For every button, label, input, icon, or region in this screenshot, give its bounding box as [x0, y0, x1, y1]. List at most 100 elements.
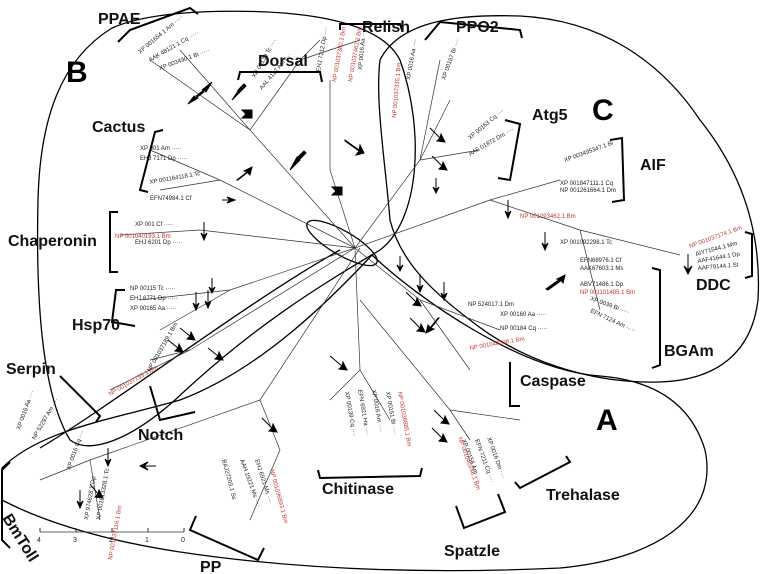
clade-label-caspase: Caspase	[520, 373, 586, 390]
leaf-label: NP 001036885.1 Bm	[396, 391, 412, 447]
arrow-icon	[231, 83, 247, 101]
clade-label-ddc: DDC	[696, 277, 731, 294]
clade-label-hsp70: Hsp70	[72, 317, 120, 334]
bracket-dorsal	[237, 71, 323, 83]
arrow-icon	[344, 139, 365, 156]
bracket-chaperonin	[109, 211, 118, 273]
bracket-notch	[149, 385, 196, 422]
group-label-b: B	[66, 56, 88, 89]
clade-label-relish: Relish	[362, 19, 410, 36]
leaf-label: ABV71486.1 Dp	[580, 282, 624, 288]
arrow-icon	[431, 155, 448, 171]
scale-tick: 2	[109, 537, 113, 544]
arrow-icon	[329, 355, 348, 371]
clade-label-aif: AIF	[640, 157, 666, 174]
arrow-icon	[76, 490, 84, 510]
arrow-icon	[545, 274, 566, 291]
bracket-aif	[609, 136, 626, 203]
clade-label-bmtoll: BmToll	[0, 511, 41, 565]
svg-text:XP 00167 Bi ····: XP 00167 Bi ····	[441, 38, 461, 80]
svg-text:XP 001 Cf ·····: XP 001 Cf ·····	[135, 222, 174, 228]
svg-text:XP 0016 Aa ····: XP 0016 Aa ····	[16, 390, 36, 431]
clade-label-chitinase: Chitinase	[322, 481, 394, 498]
arrow-icon	[222, 196, 237, 204]
arrow-icon	[261, 417, 278, 433]
bracket-pp	[188, 515, 265, 562]
leaf-label: NP 524017.1 Dm	[468, 302, 514, 308]
arrow-icon	[504, 200, 512, 220]
bracket-spatzle	[455, 493, 507, 530]
svg-text:XP 00165 Aa ·····: XP 00165 Aa ·····	[130, 306, 177, 312]
leaf-label: EFN74984.1 Cf	[150, 196, 192, 202]
arrow-icon	[167, 339, 184, 353]
clade-label-spatzle: Spatzle	[444, 543, 500, 560]
svg-text:EHJ 7171 Dp ·····: EHJ 7171 Dp ·····	[140, 156, 187, 162]
leaf-label: XP 001847111.1 Cq	[560, 181, 613, 187]
leaf-label: NP 001037380.1 Bm	[332, 27, 348, 83]
svg-text:XP 001654 1 Am ·····: XP 001654 1 Am ·····	[137, 15, 184, 56]
bracket-bgam	[651, 267, 661, 369]
svg-text:XP 0016 Aa ····: XP 0016 Aa ····	[406, 39, 419, 81]
arrow-icon	[440, 282, 448, 302]
leaf-label: NP 001037116.1 Bm	[108, 505, 123, 560]
arrow-icon	[433, 409, 450, 425]
bracket-ddc	[744, 231, 753, 279]
arrow-icon	[104, 448, 112, 468]
clade-brackets	[1, 6, 753, 562]
leaf-labels: XP 001164118.1 Tc EFN74984.1 Cf NP 00104…	[84, 27, 743, 561]
arrow-icon	[179, 327, 196, 341]
leaf-label: BAJ27203.1 Ss	[220, 459, 237, 501]
svg-text:EHJ 6771 Dp ·····: EHJ 6771 Dp ·····	[130, 296, 177, 302]
clade-label-atg5: Atg5	[532, 107, 568, 124]
arrow-icon	[208, 278, 216, 295]
bracket-trehalase	[514, 455, 572, 490]
arrow-icon	[405, 291, 422, 307]
bracket-atg5	[497, 119, 522, 182]
tree-branches	[39, 39, 681, 521]
leaf-label: NP 001101485.1 Bm	[580, 290, 635, 296]
bracket-caspase	[509, 362, 520, 407]
arrow-icon	[289, 150, 307, 171]
leaf-label: XP 001164118.1 Tc	[149, 171, 201, 186]
leaf-label: EFN68976.1 Cf	[580, 258, 622, 264]
arrow-icon	[204, 290, 212, 310]
leaf-label: NP 001261664.1 Dm	[560, 188, 616, 194]
bracket-ppae	[117, 6, 199, 43]
svg-text:XP 001 Am ·····: XP 001 Am ·····	[140, 146, 182, 152]
clade-label-trehalase: Trehalase	[546, 487, 620, 504]
arrows	[76, 81, 693, 510]
arrow-icon	[432, 178, 440, 195]
bracket-cactus	[138, 129, 164, 193]
scale-bar: 4 3 2 1 0	[37, 528, 185, 544]
clade-label-serpin: Serpin	[6, 361, 56, 378]
bracket-bmtoll	[1, 461, 11, 549]
svg-text:XP 00139 Cq ····: XP 00139 Cq ····	[343, 391, 357, 437]
svg-text:XP 0016 Aa ····: XP 0016 Aa ····	[358, 29, 368, 71]
scale-tick: 3	[73, 537, 77, 544]
scale-tick: 4	[37, 537, 41, 544]
clade-label-cactus: Cactus	[92, 119, 145, 136]
svg-text:NP 52297 Am ····: NP 52297 Am ····	[32, 398, 60, 441]
arrow-icon	[200, 222, 208, 242]
leaf-label: NP 001040193.1 Bm	[115, 234, 171, 240]
arrow-icon	[192, 292, 200, 312]
clade-label-dorsal: Dorsal	[258, 53, 308, 70]
leaf-label: NP 001037335.1 Bm	[392, 62, 403, 118]
arrow-icon	[541, 232, 549, 252]
clade-label-ppo2: PPO2	[456, 19, 499, 36]
clade-label-chaperonin: Chaperonin	[8, 233, 97, 250]
arrow-icon	[416, 274, 424, 294]
root-ellipse	[306, 219, 378, 267]
scale-tick: 1	[145, 537, 149, 544]
group-outlines	[1, 10, 760, 572]
bracket-hsp70	[110, 289, 136, 327]
arrow-icon	[409, 317, 426, 333]
arrow-icon	[683, 254, 693, 276]
arrow-icon	[138, 461, 156, 471]
cross-line	[39, 249, 341, 449]
bracket-relish	[339, 23, 403, 31]
svg-text:EHJ 6201 Dp ·····: EHJ 6201 Dp ·····	[135, 240, 182, 246]
clade-label-bgam: BGAm	[664, 343, 714, 360]
svg-text:NP 00115 Tc ·····: NP 00115 Tc ·····	[130, 286, 175, 292]
arrow-icon	[240, 109, 253, 119]
